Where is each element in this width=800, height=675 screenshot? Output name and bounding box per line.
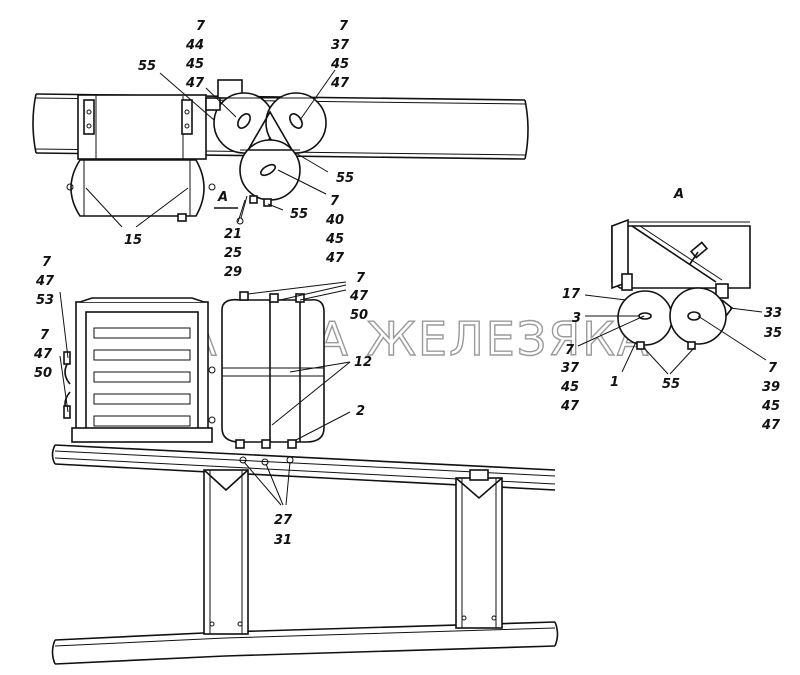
tank-bracket-top <box>77 79 243 161</box>
svg-text:47: 47 <box>35 274 55 289</box>
callout-2: 2 <box>356 404 365 419</box>
side-leaders <box>59 281 351 506</box>
callout-left-7-47-50: 7 47 50 <box>33 328 53 381</box>
support-post-left <box>203 469 249 635</box>
svg-text:7: 7 <box>356 271 366 286</box>
view-a-leaders <box>577 294 767 375</box>
air-tank-15 <box>66 159 216 222</box>
support-post-right <box>455 469 503 629</box>
top-view: A 7 44 45 47 7 37 45 47 55 55 <box>32 19 529 280</box>
svg-text:45: 45 <box>325 232 344 247</box>
svg-text:7: 7 <box>339 19 349 34</box>
svg-text:31: 31 <box>274 533 292 548</box>
svg-text:39: 39 <box>762 380 780 395</box>
callout-mid-7-47-50: 7 47 50 <box>349 271 369 323</box>
air-tanks-side <box>221 291 325 466</box>
svg-text:33: 33 <box>764 306 782 321</box>
svg-text:47: 47 <box>761 418 781 433</box>
svg-text:53: 53 <box>36 293 54 308</box>
air-tanks-end-view <box>205 92 327 225</box>
callout-7-40-45-47: 7 40 45 47 <box>325 194 345 266</box>
svg-text:25: 25 <box>224 246 242 261</box>
callout-21-25-29: 21 25 29 <box>224 227 242 280</box>
svg-text:7: 7 <box>565 343 575 358</box>
svg-text:47: 47 <box>560 399 580 414</box>
svg-text:45: 45 <box>330 57 349 72</box>
callout-7-44-45-47: 7 44 45 47 <box>185 19 206 91</box>
svg-text:7: 7 <box>40 328 50 343</box>
view-a: A <box>560 187 782 433</box>
callout-27-31: 27 31 <box>274 513 293 548</box>
callout-7-37-45-47: 7 37 45 47 <box>330 19 350 91</box>
callout-left-7-47-53: 7 47 53 <box>35 255 55 308</box>
svg-text:47: 47 <box>330 76 350 91</box>
svg-text:7: 7 <box>42 255 52 270</box>
svg-text:29: 29 <box>224 265 242 280</box>
svg-text:7: 7 <box>768 361 778 376</box>
svg-text:47: 47 <box>325 251 345 266</box>
svg-text:7: 7 <box>196 19 206 34</box>
svg-text:50: 50 <box>350 308 368 323</box>
lower-rail <box>51 621 559 665</box>
side-view: 7 47 53 7 47 50 7 47 50 12 2 27 31 <box>33 255 559 665</box>
svg-text:45: 45 <box>761 399 780 414</box>
svg-text:37: 37 <box>561 361 580 376</box>
svg-text:47: 47 <box>349 289 369 304</box>
callout-55-bottom: 55 <box>290 207 308 222</box>
svg-text:7: 7 <box>330 194 340 209</box>
callout-a-17: 17 <box>562 287 581 302</box>
svg-text:21: 21 <box>224 227 242 242</box>
callout-15: 15 <box>124 233 142 248</box>
svg-text:37: 37 <box>331 38 350 53</box>
view-a-marker-label: A <box>217 190 228 205</box>
callout-a-3: 3 <box>572 311 581 326</box>
svg-text:35: 35 <box>764 326 782 341</box>
svg-text:47: 47 <box>33 347 53 362</box>
svg-text:44: 44 <box>185 38 204 53</box>
svg-text:50: 50 <box>34 366 52 381</box>
callout-a-7-39-45-47: 7 39 45 47 <box>761 361 781 433</box>
svg-text:40: 40 <box>325 213 344 228</box>
callout-a-33-35: 33 35 <box>764 306 782 341</box>
view-a-battery-box <box>611 218 751 299</box>
callout-55-left: 55 <box>138 59 156 74</box>
view-a-tanks <box>617 287 734 350</box>
callout-55-right: 55 <box>336 171 354 186</box>
view-a-marker: A <box>214 190 238 209</box>
view-a-title: A <box>673 187 684 202</box>
callout-12: 12 <box>354 355 372 370</box>
callout-a-7-37-45-47: 7 37 45 47 <box>560 343 580 414</box>
svg-text:45: 45 <box>185 57 204 72</box>
callout-a-55: 55 <box>662 377 680 392</box>
svg-text:47: 47 <box>185 76 205 91</box>
callout-a-1: 1 <box>610 375 619 390</box>
top-leaders <box>85 69 336 228</box>
tank-cradle-left <box>63 297 216 443</box>
svg-text:27: 27 <box>274 513 293 528</box>
svg-text:45: 45 <box>560 380 579 395</box>
